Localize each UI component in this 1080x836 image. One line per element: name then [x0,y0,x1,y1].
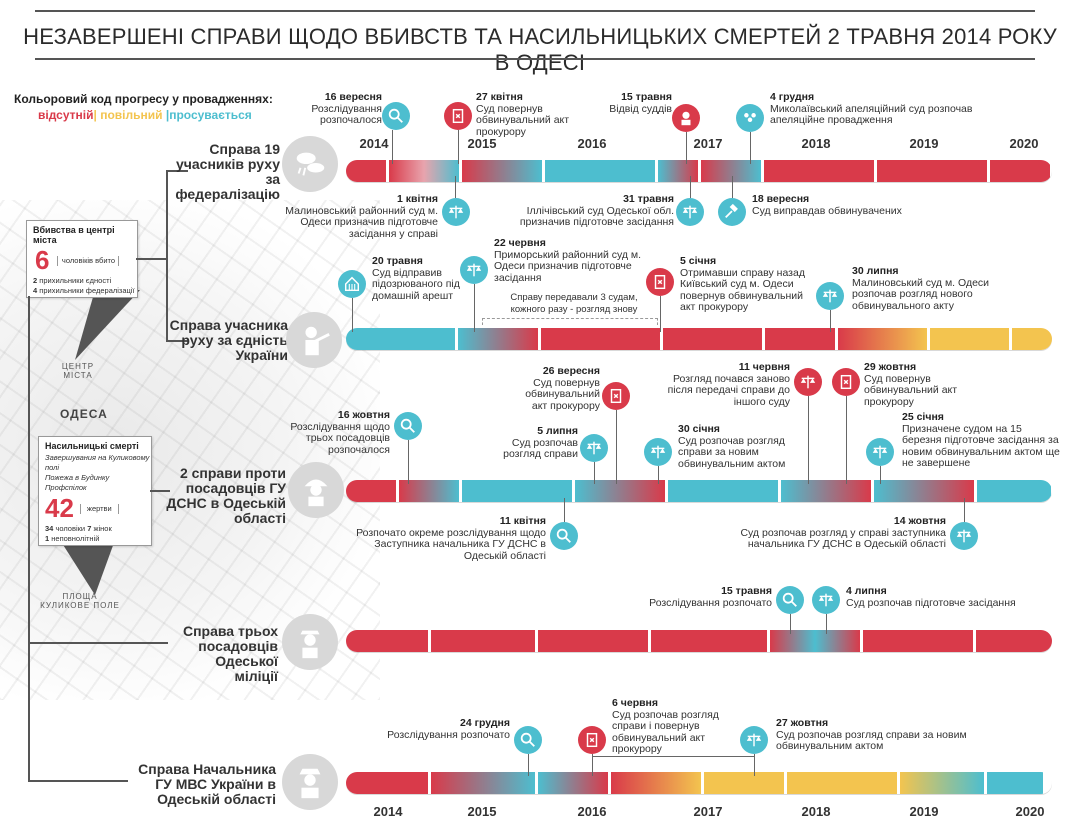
page-title: НЕЗАВЕРШЕНІ СПРАВИ ЩОДО ВБИВСТВ ТА НАСИЛ… [23,24,1057,75]
map-square-label: ПЛОЩА КУЛИКОВЕ ПОЛЕ [40,592,120,610]
people-icon [736,104,764,132]
case-3-title: 2 справи проти посадовців ГУ ДСНС в Одес… [166,465,286,526]
case-3-firefighter-icon [288,462,344,518]
case-1-weather-icon [282,136,338,192]
document-return-icon [646,268,674,296]
scales-icon [794,368,822,396]
search-icon [394,412,422,440]
house-arrest-icon [338,270,366,298]
case-2-soldier-icon [286,312,342,368]
tree-trunk [28,296,30,782]
case-1-progress-bar [346,160,1052,182]
document-return-icon [602,382,630,410]
scales-icon [676,198,704,226]
legend-progress: просувається [169,108,252,122]
search-icon [514,726,542,754]
case-2-progress-bar [346,328,1052,350]
map-city-label: ОДЕСА [60,407,108,421]
document-return-icon [832,368,860,396]
legend-title: Кольоровий код прогресу у провадженнях: [14,92,273,106]
search-icon [550,522,578,550]
scales-icon [644,438,672,466]
document-return-icon [444,102,472,130]
center-killings-box: Вбивства в центрі міста 6 чоловіків вбит… [26,220,138,298]
scales-icon [950,522,978,550]
case-4-progress-bar [346,630,1052,652]
map-center-label: ЦЕНТР МІСТА [61,362,95,380]
case-4-police-icon [282,614,338,670]
scales-icon [580,434,608,462]
violent-deaths-box: Насильницькі смерті Завершувания на Кули… [38,436,152,546]
gavel-icon [718,198,746,226]
search-icon [382,102,410,130]
scales-icon [740,726,768,754]
top-rule [35,10,1035,12]
legend: відсутній| повільний |просувається [38,108,252,122]
scales-icon [812,586,840,614]
violent-box-number: 42 [45,493,74,523]
scales-icon [816,282,844,310]
center-box-unit: чоловіків вбито [57,255,120,266]
document-return-icon [578,726,606,754]
case-5-officer-icon [282,754,338,810]
judge-icon [672,104,700,132]
scales-icon [460,256,488,284]
case-3-progress-bar [346,480,1052,502]
scales-icon [442,198,470,226]
case-4-title: Справа трьох посадовців Одеської міліції [182,623,278,684]
case-5-progress-bar [346,772,1052,794]
case-1-title: Справа 19 учасників руху за федералізаці… [175,141,280,202]
legend-slow: повільний [100,108,163,122]
center-box-number: 6 [35,245,50,275]
legend-absent: відсутній [38,108,94,122]
map-pointer-square [60,540,115,595]
search-icon [776,586,804,614]
title-rule [35,58,1035,60]
case-2-title: Справа учасника руху за єдність України [169,317,288,363]
center-branch [166,170,168,342]
scales-icon [866,438,894,466]
case-5-title: Справа Начальника ГУ МВС України в Одесь… [138,761,276,807]
map-pointer-center [75,290,140,360]
center-box-title: Вбивства в центрі міста [33,225,115,245]
c2-note: Справу передавали 3 судам, кожного разу … [510,292,638,315]
violent-box-title: Насильницькі смерті [45,441,139,451]
